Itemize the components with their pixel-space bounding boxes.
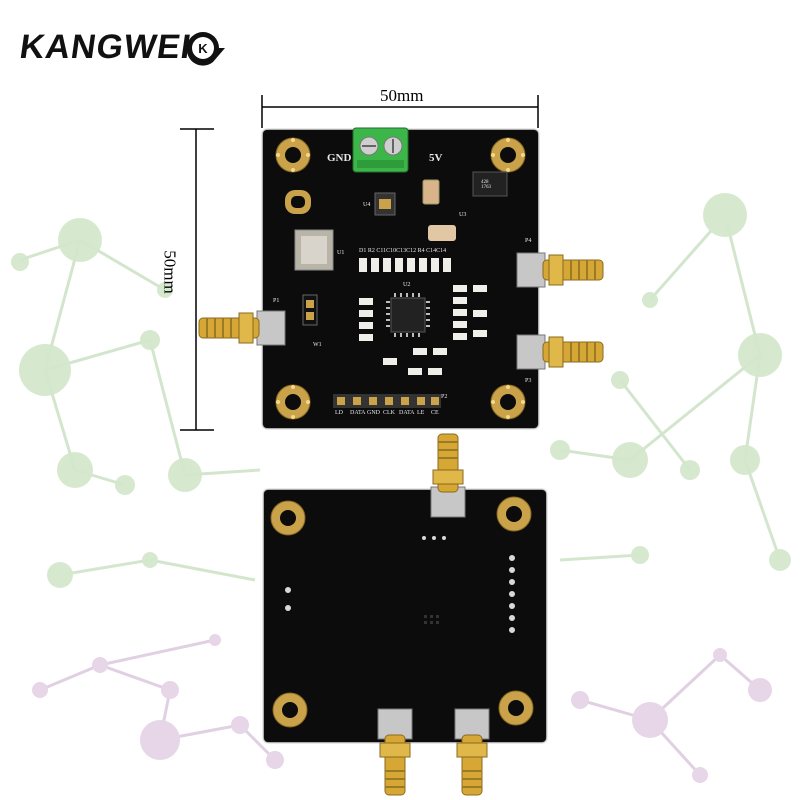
sma-connector-p4 — [516, 252, 604, 288]
front-mounting-holes — [275, 137, 526, 420]
label-u2: U2 — [403, 282, 411, 288]
sma-connector-back-right — [454, 708, 490, 796]
sma-connector-back-top — [430, 433, 466, 518]
label-p4: P4 — [525, 238, 532, 244]
pin-label: LE — [417, 410, 425, 416]
pcb-back — [264, 490, 546, 742]
label-p2: P2 — [441, 394, 448, 400]
pin-label: DATA — [399, 410, 415, 416]
back-details — [270, 496, 534, 728]
pin-label: GND — [367, 410, 380, 416]
label-u1: U1 — [337, 250, 345, 256]
label-w1: W1 — [313, 342, 322, 348]
sma-connector-back-left — [377, 708, 413, 796]
pin-label: CE — [431, 410, 439, 416]
pin-label: LD — [335, 410, 343, 416]
label-p1: P1 — [273, 298, 280, 304]
height-dimension-label: 50mm — [160, 250, 180, 294]
brand-logo-icon: K — [186, 32, 225, 66]
pin-label: CLK — [383, 410, 395, 416]
screw-terminal — [352, 127, 409, 173]
label-p3: P3 — [525, 378, 532, 384]
brand-logo-letters: K — [198, 41, 208, 56]
ic-marking: 428 1763 — [481, 180, 491, 190]
label-gnd: GND — [327, 152, 352, 164]
pin-label: DATA — [350, 410, 366, 416]
pcb-front: GND 5V P1 W1 P2 P3 P4 U1 U2 U3 U4 D1 R2 … — [263, 127, 538, 428]
label-u3: U3 — [459, 212, 467, 218]
header-pin-labels: LD DATA GND CLK DATA LE CE — [335, 410, 445, 424]
label-cap-row: D1 R2 C11C10C13C12 R4 C14C14 — [359, 248, 447, 254]
sma-connector-p3 — [516, 334, 604, 370]
width-dimension-label: 50mm — [380, 86, 424, 105]
label-u4: U4 — [363, 202, 371, 208]
label-5v: 5V — [429, 152, 443, 164]
sma-connector-p1 — [198, 310, 286, 346]
